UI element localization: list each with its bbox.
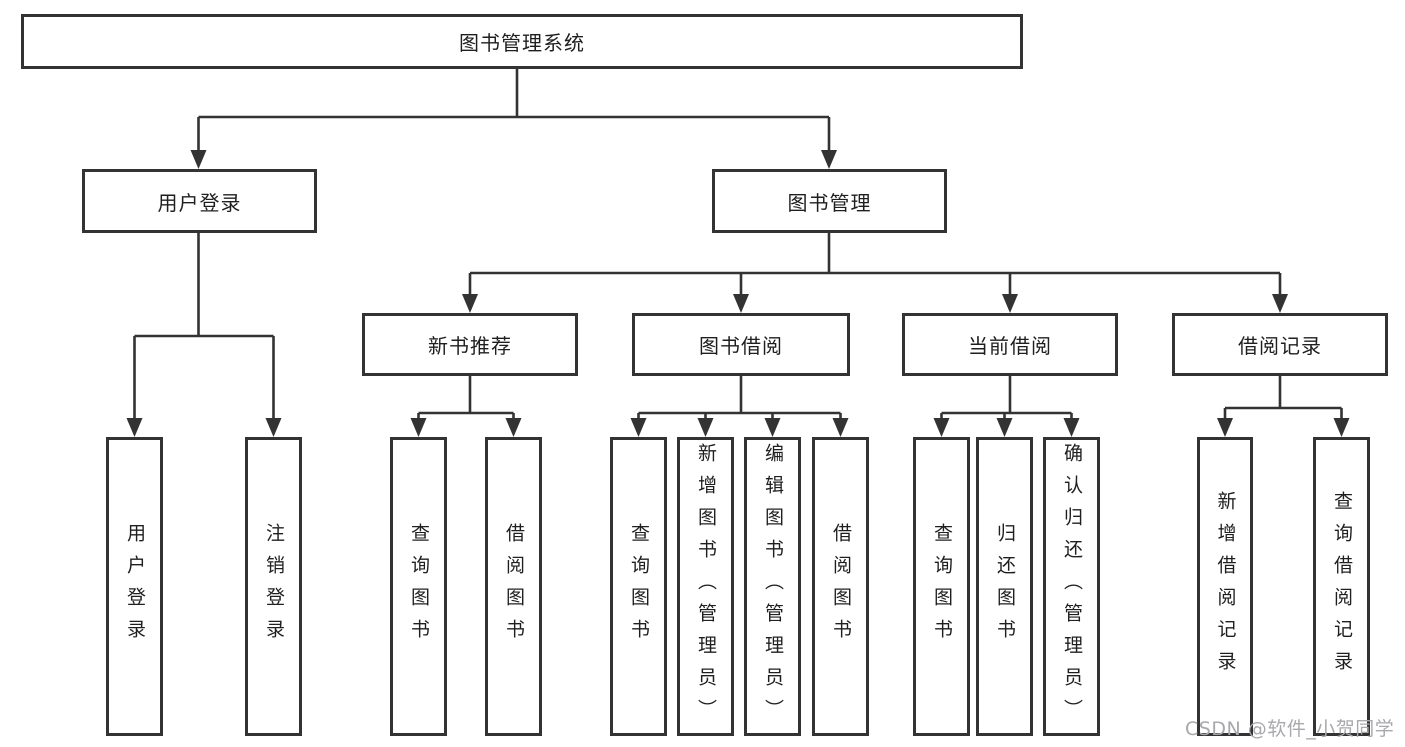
leaf-borrow-book: 借阅图书 [812, 437, 869, 736]
leaf-query-borrow-record: 查询借阅记录 [1313, 437, 1370, 736]
node-new-book-recommend-label: 新书推荐 [428, 334, 512, 358]
leaf-add-borrow-record: 新增借阅记录 [1197, 437, 1253, 736]
node-borrow-record: 借阅记录 [1172, 313, 1388, 376]
leaf-confirm-return-admin: 确认归还（管理员） [1043, 437, 1100, 736]
node-root-system: 图书管理系统 [21, 14, 1023, 69]
leaf-add-book-admin: 新增图书（管理员） [677, 437, 734, 736]
leaf-logout-login: 注销登录 [245, 437, 302, 736]
node-book-management-label: 图书管理 [787, 190, 872, 215]
leaf-query-book-borrow: 查询图书 [610, 437, 667, 736]
leaf-borrow-book-recommend: 借阅图书 [485, 437, 542, 736]
node-user-login-label: 用户登录 [157, 190, 242, 215]
leaf-user-login: 用户登录 [106, 437, 163, 736]
node-user-login: 用户登录 [82, 169, 317, 233]
node-book-management: 图书管理 [712, 169, 947, 233]
arrowheads [126, 150, 1350, 437]
leaf-query-book-recommend: 查询图书 [390, 437, 447, 736]
node-current-borrow: 当前借阅 [902, 313, 1118, 376]
node-current-borrow-label: 当前借阅 [968, 334, 1052, 358]
node-new-book-recommend: 新书推荐 [362, 313, 578, 376]
csdn-watermark: CSDN @软件_小贺同学 [1185, 718, 1395, 740]
node-root-label: 图书管理系统 [459, 31, 585, 55]
node-borrow-record-label: 借阅记录 [1238, 334, 1322, 358]
leaf-query-book-current: 查询图书 [913, 437, 970, 736]
leaf-return-book: 归还图书 [976, 437, 1033, 736]
node-book-borrow: 图书借阅 [632, 313, 850, 376]
leaf-edit-book-admin: 编辑图书（管理员） [744, 437, 801, 736]
node-book-borrow-label: 图书借阅 [699, 334, 783, 358]
